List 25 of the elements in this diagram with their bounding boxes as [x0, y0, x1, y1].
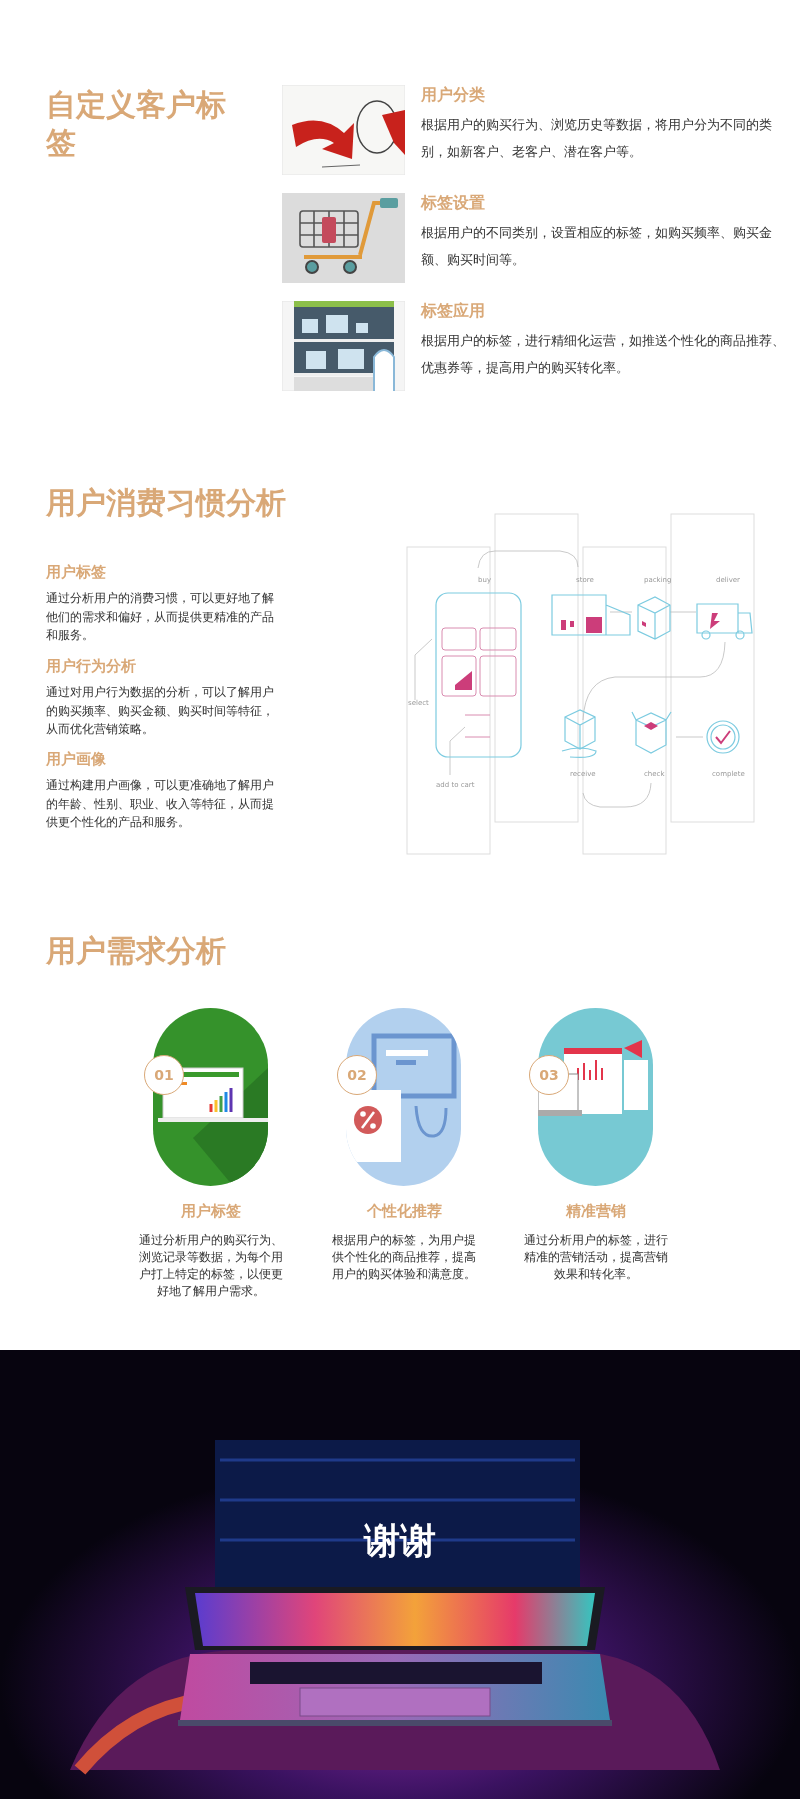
column-heading: 个性化推荐	[365, 1201, 443, 1221]
column-text: 根据用户的标签，为用户提供个性化的商品推荐，提高用户的购买体验和满意度。	[331, 1232, 477, 1283]
column-text: 通过分析用户的标签，进行精准的营销活动，提高营销效果和转化率。	[523, 1232, 669, 1283]
item-heading: 用户分类	[421, 85, 486, 105]
item-heading: 用户行为分析	[46, 656, 137, 676]
column-text: 通过分析用户的购买行为、浏览记录等数据，为每个用户打上特定的标签，以便更好地了解用户需求。	[138, 1232, 284, 1300]
number-badge: 03	[529, 1055, 569, 1095]
item-heading: 用户画像	[46, 749, 107, 769]
item-text: 通过构建用户画像，可以更准确地了解用户的年龄、性别、职业、收入等特征，从而提供更个性化的产品和服务。	[46, 777, 274, 831]
section-heading: 用户需求分析	[46, 932, 227, 970]
item-heading: 标签应用	[421, 301, 486, 321]
item-text: 根据用户的标签，进行精细化运营，如推送个性化的商品推荐、优惠券等，提高用户的购买转化率。	[421, 332, 786, 377]
section-heading: 自定义客户标签	[46, 86, 227, 162]
number-badge: 02	[337, 1055, 377, 1095]
item-text: 通过分析用户的消费习惯，可以更好地了解他们的需求和偏好，从而提供更精准的产品和服务。	[46, 590, 274, 644]
item-text: 通过对用户行为数据的分析，可以了解用户的购买频率、购买金额、购买时间等特征，从而优化营销策略。	[46, 684, 274, 738]
column-heading: 用户标签	[180, 1201, 242, 1221]
item-text: 根据用户的不同类别，设置相应的标签，如购买频率、购买金额、购买时间等。	[421, 224, 773, 269]
item-text: 根据用户的购买行为、浏览历史等数据，将用户分为不同的类别，如新客户、老客户、潜在客户等。	[421, 116, 773, 161]
closing-title: 谢谢	[362, 1519, 437, 1563]
number-badge: 01	[144, 1055, 184, 1095]
item-heading: 标签设置	[421, 193, 486, 213]
item-heading: 用户标签	[46, 562, 107, 582]
section-heading: 用户消费习惯分析	[46, 484, 287, 522]
column-heading: 精准营销	[565, 1201, 627, 1221]
